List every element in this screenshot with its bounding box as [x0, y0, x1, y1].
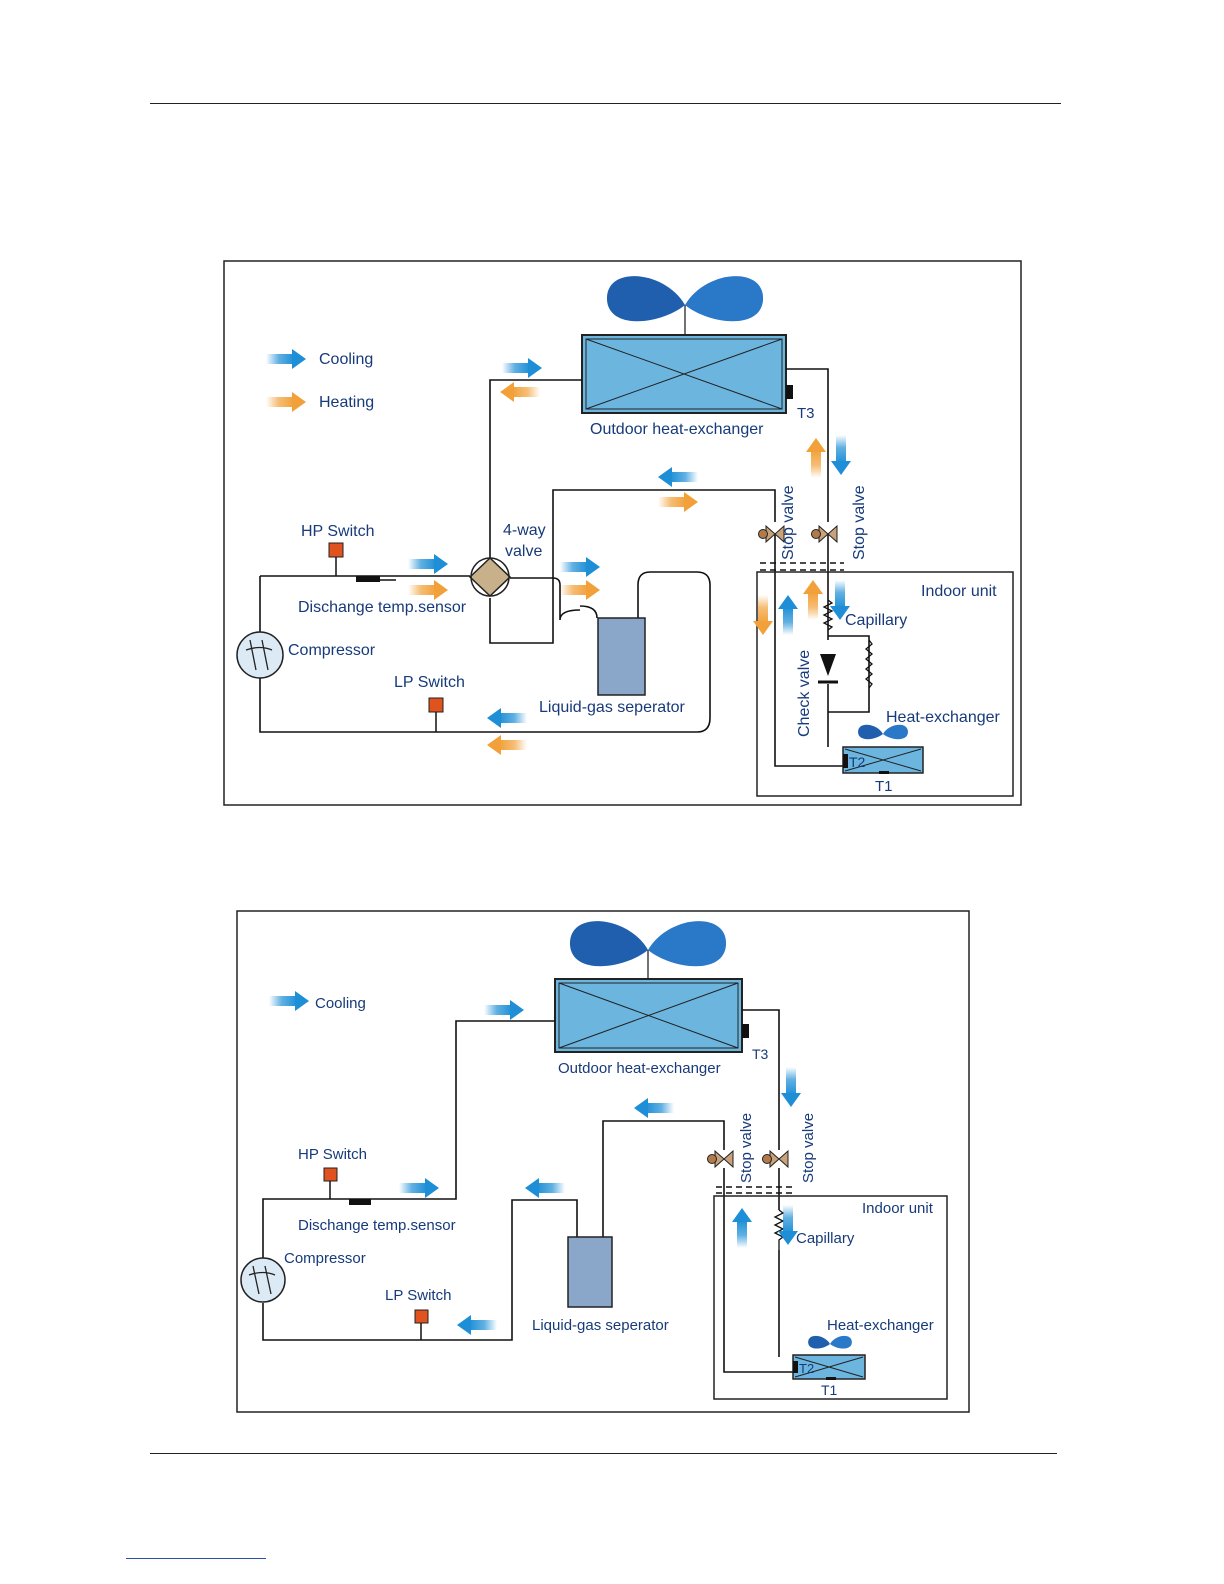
t3-sensor	[786, 385, 793, 399]
indoor-heat-exchanger-label: Heat-exchanger	[827, 1317, 934, 1334]
discharge-temp-sensor-label: Dischange temp.sensor	[298, 599, 467, 616]
stop-valve-right-icon	[762, 1150, 789, 1168]
t1-label: T1	[821, 1382, 838, 1398]
lp-switch-label: LP Switch	[394, 674, 465, 691]
indoor-fan-icon	[858, 724, 908, 740]
stop-valve-right-icon	[811, 525, 838, 543]
lp-switch-icon	[428, 697, 444, 713]
t3-sensor	[742, 1024, 749, 1038]
lp-switch-icon	[414, 1309, 429, 1324]
t3-label: T3	[752, 1046, 769, 1062]
hp-switch-icon	[328, 542, 344, 558]
t3-label: T3	[797, 405, 815, 422]
capillary-label: Capillary	[845, 612, 907, 629]
diagram1-frame	[223, 260, 1022, 806]
diagram2-frame	[236, 910, 970, 1413]
discharge-temp-sensor	[356, 576, 380, 582]
liquid-gas-separator	[567, 1236, 613, 1308]
cooling-legend-label: Cooling	[319, 351, 373, 368]
compressor-icon	[240, 1257, 286, 1303]
t2-label: T2	[849, 754, 866, 770]
hp-switch-icon	[323, 1167, 338, 1182]
header-rule	[150, 103, 1061, 104]
outdoor-heat-exchanger-label: Outdoor heat-exchanger	[558, 1060, 721, 1077]
t1-label: T1	[875, 778, 893, 795]
compressor-label: Compressor	[284, 1250, 366, 1267]
indoor-unit-box	[713, 1195, 948, 1400]
refrigerant-pipes	[259, 368, 870, 767]
indoor-unit-label: Indoor unit	[921, 583, 997, 600]
liquid-gas-separator	[597, 617, 646, 696]
lp-switch-label: LP Switch	[385, 1287, 451, 1304]
cooling-legend-arrow-icon	[266, 349, 306, 369]
compressor-label: Compressor	[288, 642, 376, 659]
outdoor-heat-exchanger-label: Outdoor heat-exchanger	[590, 421, 764, 438]
heating-legend-label: Heating	[319, 394, 374, 411]
compressor-icon	[236, 631, 284, 679]
capillary-label: Capillary	[796, 1230, 855, 1247]
indoor-unit-box	[756, 571, 1014, 797]
cooling-legend-label: Cooling	[315, 995, 366, 1012]
footer-rule	[150, 1453, 1057, 1454]
hp-switch-label: HP Switch	[298, 1146, 367, 1163]
stop-valve-right-label: Stop valve	[851, 485, 868, 560]
hp-switch-label: HP Switch	[301, 523, 375, 540]
indoor-heat-exchanger-label: Heat-exchanger	[886, 709, 1001, 726]
indoor-fan-icon	[808, 1335, 852, 1349]
indoor-unit-label: Indoor unit	[862, 1200, 934, 1217]
t2-label: T2	[799, 1361, 814, 1376]
stop-valve-left-icon	[707, 1150, 734, 1168]
cooling-legend-arrow-icon	[269, 991, 309, 1011]
footnote-link-underline	[126, 1558, 266, 1559]
liquid-gas-separator-label: Liquid-gas seperator	[532, 1317, 669, 1334]
liquid-gas-separator-label: Liquid-gas seperator	[539, 699, 686, 716]
heating-legend-arrow-icon	[266, 392, 306, 412]
discharge-temp-sensor	[349, 1199, 371, 1205]
check-valve-icon	[820, 654, 836, 676]
check-valve-label: Check valve	[796, 650, 813, 737]
capillary-icon	[773, 1209, 785, 1250]
four-way-valve-label-2: valve	[505, 543, 542, 560]
stop-valve-left-label: Stop valve	[738, 1113, 755, 1183]
refrigerant-diagram-cooling-only: Cooling T3 Outdoor heat-exchanger HP Swi…	[236, 910, 970, 1413]
discharge-temp-sensor-label: Dischange temp.sensor	[298, 1217, 456, 1234]
refrigerant-pipes	[262, 1009, 793, 1373]
stop-valve-right-label: Stop valve	[800, 1113, 817, 1183]
refrigerant-diagram-cooling-heating: Cooling Heating T3 Outdoor heat-exchange…	[223, 260, 1022, 806]
capillary-icon	[822, 599, 834, 631]
four-way-valve-label-1: 4-way	[503, 522, 546, 539]
stop-valve-left-label: Stop valve	[780, 485, 797, 560]
